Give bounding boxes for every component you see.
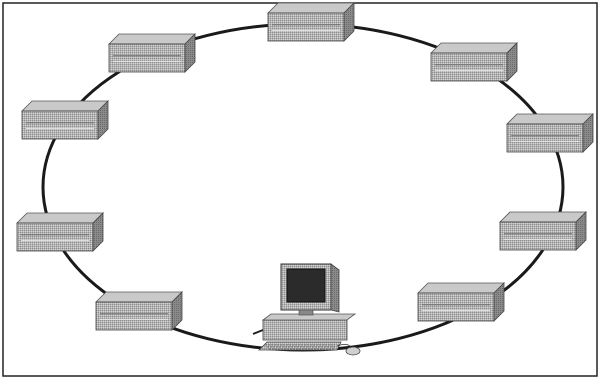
server-node-6 xyxy=(16,212,104,252)
nodes-layer xyxy=(16,2,594,356)
server-node-1 xyxy=(267,2,355,42)
server-node-9 xyxy=(417,282,505,322)
server-node-2 xyxy=(108,33,196,73)
server-node-3 xyxy=(430,42,518,82)
server-node-4 xyxy=(21,100,109,140)
server-node-7 xyxy=(499,211,587,251)
workstation-node xyxy=(252,263,361,356)
server-node-5 xyxy=(506,113,594,153)
server-node-8 xyxy=(95,291,183,331)
